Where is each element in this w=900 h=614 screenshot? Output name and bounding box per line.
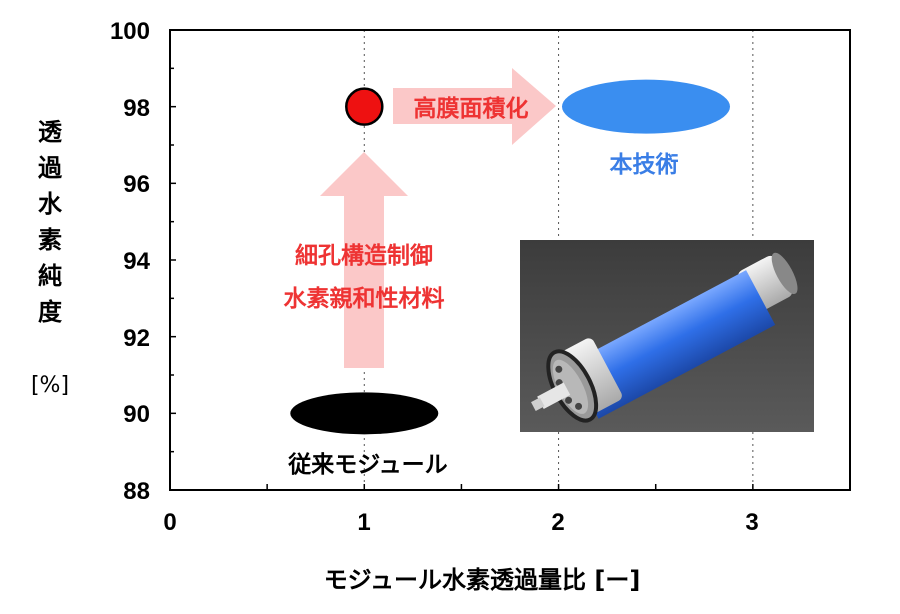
y-tick-label: 100 — [110, 18, 150, 45]
annotation-pore-control: 細孔構造制御 — [295, 242, 433, 269]
x-tick-label: 3 — [745, 509, 758, 536]
x-tick-labels: 0 1 2 3 — [163, 509, 758, 536]
arrow-right — [393, 68, 556, 145]
y-axis-label: 透過水素純度 — [38, 118, 63, 326]
point-conventional-module — [290, 392, 439, 435]
arrow-up — [320, 152, 408, 368]
y-tick-label: 92 — [123, 325, 150, 352]
y-tick-labels: 88 90 92 94 96 98 100 — [110, 18, 151, 505]
label-this-technology: 本技術 — [610, 151, 679, 178]
y-tick-label: 94 — [123, 248, 150, 275]
point-this-technology — [562, 79, 730, 134]
point-red-circle — [345, 87, 384, 126]
x-tick-label: 2 — [551, 509, 564, 536]
x-tick-label: 1 — [357, 509, 370, 536]
membrane-module-photo-icon — [520, 240, 814, 432]
y-tick-label: 88 — [123, 478, 150, 505]
y-axis-unit: [%] — [31, 373, 69, 398]
y-tick-label: 96 — [123, 171, 150, 198]
x-axis-label: モジュール水素透過量比 [ー] — [324, 566, 641, 594]
annotation-h2-affinity: 水素親和性材料 — [284, 285, 445, 312]
x-tick-label: 0 — [163, 509, 176, 536]
tick-marks — [170, 29, 754, 491]
annotation-area-increase: 高膜面積化 — [414, 95, 529, 122]
y-tick-label: 90 — [123, 401, 150, 428]
y-tick-label: 98 — [123, 95, 150, 122]
label-conventional-module: 従来モジュール — [287, 451, 447, 478]
